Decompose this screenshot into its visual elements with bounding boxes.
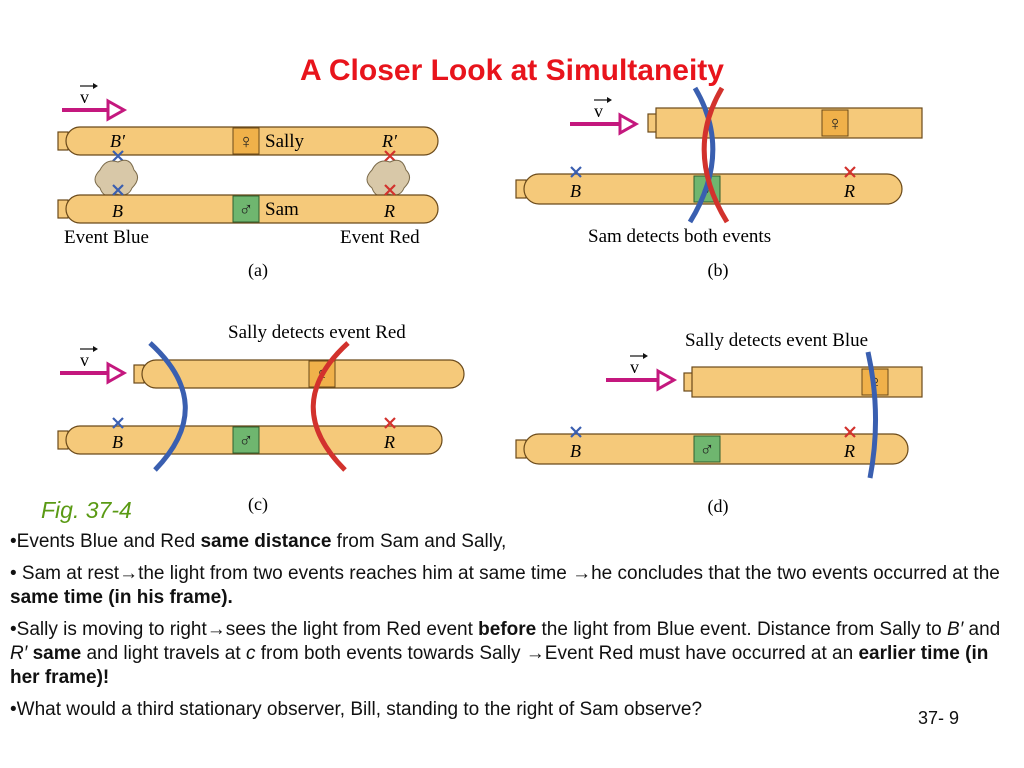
marker-b: B xyxy=(112,201,123,221)
blue-wavefront xyxy=(148,341,188,472)
figure-caption: Fig. 37-4 xyxy=(41,497,132,523)
sally-rod: ♀ xyxy=(647,107,923,139)
red-wavefront xyxy=(701,86,730,224)
sally-rod: ♀ Sally B′ R′ xyxy=(57,126,439,163)
blue-wavefront xyxy=(687,86,716,224)
velocity-label: v xyxy=(594,101,603,121)
sam-rod: ♂ Sam B R xyxy=(57,183,439,224)
bullet-item: • Sam at rest→the light from two events … xyxy=(10,563,1000,608)
male-symbol-icon: ♂ xyxy=(700,439,715,461)
marker-b: B xyxy=(112,432,123,452)
panel-c-caption: Sally detects event Red xyxy=(228,322,406,343)
sally-rod: ♀ xyxy=(683,366,923,398)
slide-title: A Closer Look at Simultaneity xyxy=(300,54,724,87)
velocity-arrow: v xyxy=(60,346,128,385)
sally-label: Sally xyxy=(265,131,305,152)
blue-wavefront xyxy=(865,351,878,479)
panel-d-caption: Sally detects event Blue xyxy=(685,330,868,351)
bullet-item: •What would a third stationary observer,… xyxy=(10,699,703,720)
explosion-red-icon xyxy=(366,159,410,197)
event-red-label: Event Red xyxy=(340,227,420,248)
marker-r: R xyxy=(383,432,395,452)
panel-c-label: (c) xyxy=(248,494,268,515)
velocity-arrow: v xyxy=(62,83,128,122)
simultaneity-figure: v ♀ Sally B′ R′ ♂ Sam xyxy=(57,83,923,517)
event-blue-label: Event Blue xyxy=(64,227,149,248)
panel-b-label: (b) xyxy=(708,260,729,281)
panel-c: Sally detects event Red v ♀ ♂ B R (c) xyxy=(57,322,465,515)
marker-r: R xyxy=(843,181,855,201)
panel-d: Sally detects event Blue v ♀ ♂ B R (d) xyxy=(515,330,923,517)
male-symbol-icon: ♂ xyxy=(239,430,254,452)
bullet-item: •Sally is moving to right→sees the light… xyxy=(10,619,1001,688)
velocity-label: v xyxy=(630,357,639,377)
female-symbol-icon: ♀ xyxy=(239,131,254,153)
female-symbol-icon: ♀ xyxy=(828,113,843,135)
marker-r: R xyxy=(383,201,395,221)
bullet-list: •Events Blue and Red same distance from … xyxy=(10,530,1010,730)
marker-r: R xyxy=(843,441,855,461)
marker-b: B xyxy=(570,181,581,201)
sally-rod: ♀ xyxy=(133,359,465,389)
sam-label: Sam xyxy=(265,199,299,220)
bullet-item: •Events Blue and Red same distance from … xyxy=(10,531,507,552)
velocity-label: v xyxy=(80,87,89,107)
velocity-label: v xyxy=(80,350,89,370)
velocity-arrow: v xyxy=(606,353,678,392)
marker-r-prime: R′ xyxy=(381,131,398,151)
male-symbol-icon: ♂ xyxy=(239,199,254,221)
marker-b-prime: B′ xyxy=(110,131,126,151)
velocity-arrow: v xyxy=(570,97,640,136)
page-number: 37- 9 xyxy=(918,708,960,728)
sam-rod: ♂ B R xyxy=(57,416,443,455)
marker-b: B xyxy=(570,441,581,461)
explosion-blue-icon xyxy=(94,159,138,197)
panel-a-label: (a) xyxy=(248,260,268,281)
panel-b-caption: Sam detects both events xyxy=(588,226,771,247)
red-wavefront xyxy=(310,341,350,472)
panel-d-label: (d) xyxy=(708,496,729,517)
panel-a: v ♀ Sally B′ R′ ♂ Sam xyxy=(57,83,439,281)
sam-rod: ♂ B R xyxy=(515,425,909,465)
panel-b: v ♀ ♂ B R Sam detects both events (b) xyxy=(515,86,923,281)
